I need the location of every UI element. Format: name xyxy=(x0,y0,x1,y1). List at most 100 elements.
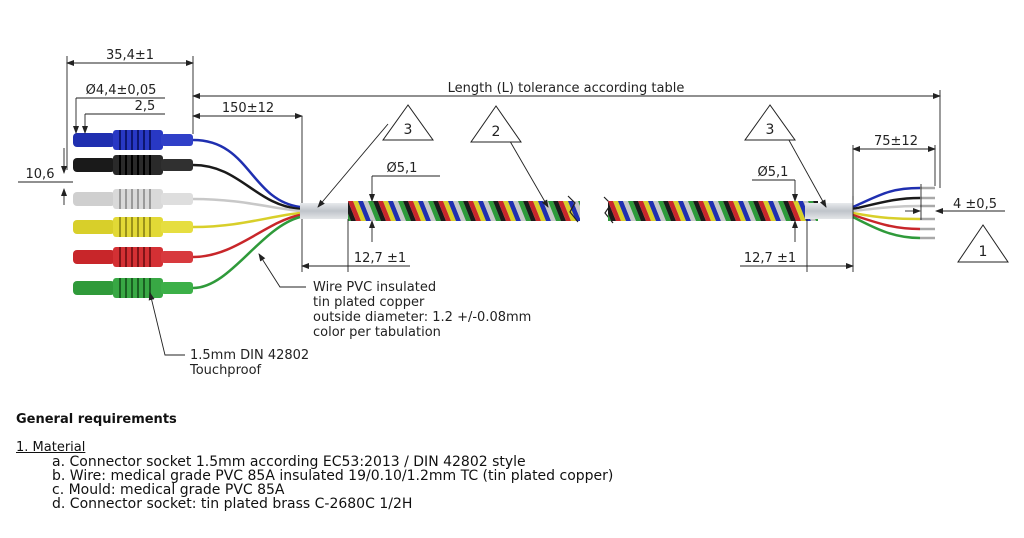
stripped-wire-ends xyxy=(920,186,935,240)
cable-stripe xyxy=(728,201,741,221)
dim-jacket-right-length: 12,7 ±1 xyxy=(744,251,796,266)
material-item-d: d. Connector socket: tin plated brass C-… xyxy=(52,496,413,512)
callout-triangle-2: 2 xyxy=(470,105,522,143)
dimension-lines xyxy=(18,56,1005,272)
wire-note-line1: Wire PVC insulated xyxy=(313,280,436,295)
connector-white xyxy=(73,189,193,209)
cable-stripe xyxy=(473,201,486,221)
connector-green xyxy=(73,278,193,298)
cable-stripe xyxy=(623,201,636,221)
dim-socket-diameter: Ø4,4±0,05 xyxy=(86,83,157,98)
connector-red xyxy=(73,247,193,267)
cable-stripe xyxy=(548,201,561,221)
dim-breakout-right: 75±12 xyxy=(874,134,918,149)
cable-stripe xyxy=(388,201,401,221)
dim-breakout-left: 150±12 xyxy=(222,101,274,116)
cable-stripe xyxy=(733,201,746,221)
cable-stripe xyxy=(668,201,681,221)
cable-stripe xyxy=(643,201,656,221)
socket-note-line2: Touchproof xyxy=(189,363,262,378)
cable-stripe xyxy=(558,201,571,221)
dim-socket-pin: 2,5 xyxy=(135,99,156,114)
cable-stripe xyxy=(483,201,496,221)
cable-stripe xyxy=(738,201,751,221)
cable-stripe xyxy=(568,201,580,221)
socket-note-line1: 1.5mm DIN 42802 xyxy=(190,348,309,363)
callout-3-right-label: 3 xyxy=(766,122,775,138)
cable-stripe xyxy=(448,201,461,221)
callout-1-label: 1 xyxy=(979,244,988,260)
cable-stripe xyxy=(478,201,491,221)
cable-stripe xyxy=(443,201,456,221)
dim-jacket-right-diameter: Ø5,1 xyxy=(758,165,789,180)
material-item-a: a. Connector socket 1.5mm according EC53… xyxy=(52,454,526,470)
cable-stripe xyxy=(708,201,721,221)
cable-stripe xyxy=(693,201,706,221)
wire-note-line2: tin plated copper xyxy=(313,295,425,310)
general-requirements: General requirements 1. Material a. Conn… xyxy=(16,412,1006,511)
callout-triangle-3-left: 3 xyxy=(382,104,434,141)
dim-socket-spacing: 10,6 xyxy=(26,167,55,182)
cable-stripe xyxy=(433,201,446,221)
cable-stripe xyxy=(403,201,416,221)
cable-stripe xyxy=(463,201,476,221)
cable-stripe xyxy=(373,201,386,221)
socket-annotation: 1.5mm DIN 42802 Touchproof xyxy=(189,348,309,378)
dim-length: Length (L) tolerance according table xyxy=(448,81,685,96)
cable-stripe xyxy=(588,201,601,221)
cable-stripe xyxy=(358,201,371,221)
cable-stripe xyxy=(363,201,376,221)
cable-stripe xyxy=(368,201,381,221)
cable-stripe xyxy=(663,201,676,221)
cable-stripe xyxy=(513,201,526,221)
callout-3-left-label: 3 xyxy=(404,122,413,138)
cable-stripe xyxy=(418,201,431,221)
left-cable-twisted xyxy=(348,201,601,221)
cable-stripe xyxy=(713,201,726,221)
cable-stripe xyxy=(638,201,651,221)
cable-stripe xyxy=(673,201,686,221)
cable-stripe xyxy=(528,201,541,221)
cable-stripe xyxy=(398,201,411,221)
cable-stripe xyxy=(383,201,396,221)
cable-stripe xyxy=(718,201,731,221)
left-jacket xyxy=(300,203,348,219)
cable-stripe xyxy=(428,201,441,221)
cable-stripe xyxy=(763,201,776,221)
cable-stripe xyxy=(648,201,661,221)
cable-stripe xyxy=(593,201,606,221)
cable-stripe xyxy=(583,201,596,221)
requirements-heading: General requirements xyxy=(16,412,177,427)
break-mark-left xyxy=(567,195,579,223)
cable-stripe xyxy=(353,201,366,221)
cable-stripe xyxy=(518,201,531,221)
cable-stripe xyxy=(658,201,671,221)
connector-black xyxy=(73,155,193,175)
cable-stripe xyxy=(378,201,391,221)
cable-stripe xyxy=(723,201,736,221)
cable-stripe xyxy=(533,201,546,221)
dim-strip-length: 4 ±0,5 xyxy=(953,197,997,212)
wire-note-line4: color per tabulation xyxy=(313,325,441,340)
callout-triangle-3-right: 3 xyxy=(744,104,796,141)
cable-stripe xyxy=(488,201,501,221)
cable-stripe xyxy=(588,201,601,221)
cable-stripe xyxy=(458,201,471,221)
cable-stripe xyxy=(413,201,426,221)
cable-stripe xyxy=(783,201,796,221)
cable-stripe xyxy=(773,201,786,221)
cable-stripe xyxy=(653,201,666,221)
cable-stripe xyxy=(573,201,580,219)
cable-stripe xyxy=(553,201,566,221)
cable-stripe xyxy=(753,201,766,221)
cable-stripe xyxy=(493,201,506,221)
callout-triangle-1: 1 xyxy=(957,224,1009,263)
cable-stripe xyxy=(613,201,626,221)
cable-stripe xyxy=(748,201,761,221)
dim-jacket-left-length: 12,7 ±1 xyxy=(354,251,406,266)
cable-stripe xyxy=(633,201,646,221)
cable-stripe xyxy=(768,201,781,221)
connector-blue xyxy=(73,130,193,150)
right-wires xyxy=(852,186,921,240)
cable-stripe xyxy=(678,201,691,221)
